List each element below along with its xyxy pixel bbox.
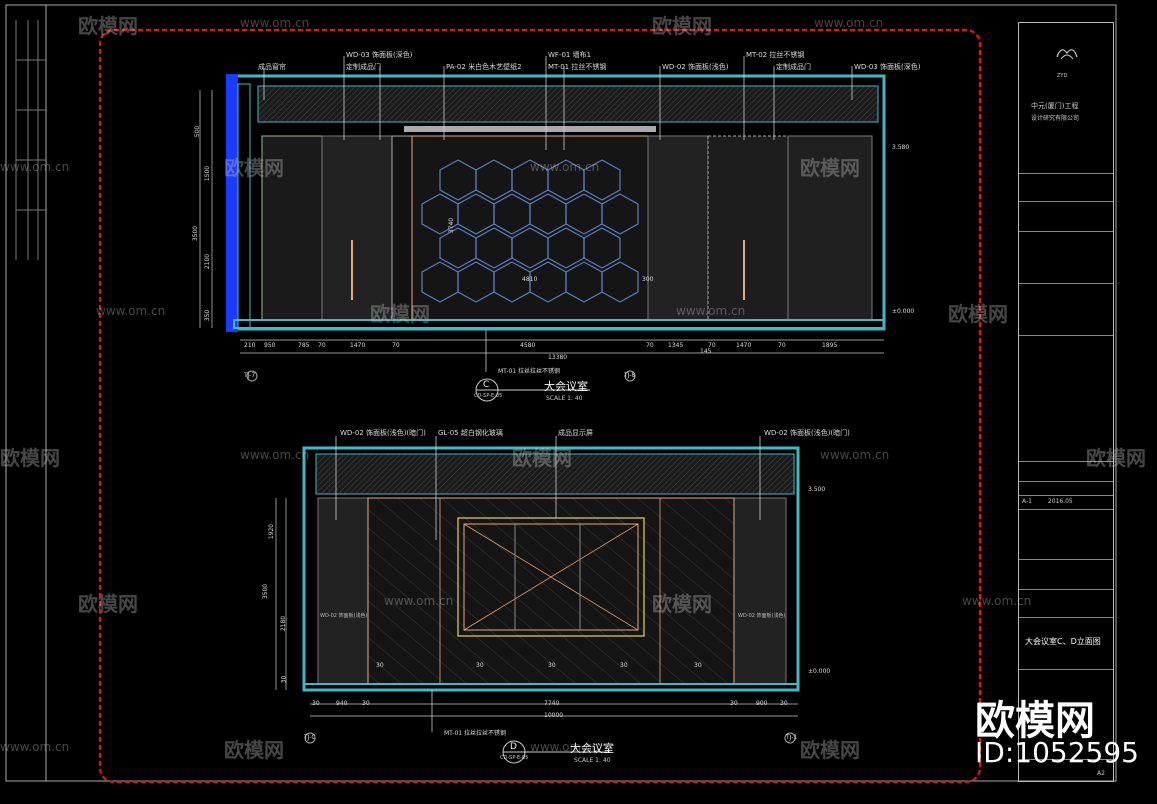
sheet-no: A2	[1097, 770, 1105, 777]
scale-d: SCALE 1: 40	[574, 757, 611, 764]
rev-date: 2016.05	[1047, 498, 1073, 505]
tag-c-letter: C	[483, 380, 490, 390]
dim-c-2: 785	[298, 342, 310, 349]
dim-d-inner-1: 30	[476, 662, 484, 669]
company-logo-icon	[1056, 49, 1078, 60]
level-d-bottom: ±0.000	[808, 668, 831, 675]
dim-c-12: 1895	[822, 342, 838, 349]
axis-d-left: TJ-C	[304, 734, 316, 741]
dim-c-left-1: 1500	[204, 165, 212, 182]
dim-c-10: 1470	[736, 342, 752, 349]
dim-d-left-0: 1920	[268, 523, 276, 540]
dim-d-b2: 30	[362, 700, 370, 707]
dim-c-left-2: 3500	[192, 225, 200, 242]
watermark-id: ID:1052595	[975, 736, 1139, 769]
label-wf01: WF-01 墙布1	[548, 51, 592, 59]
axis-c-right: TJ-8	[624, 372, 636, 379]
dim-d-b3: 30	[730, 700, 738, 707]
company-line1: 中元(厦门)工程	[1031, 102, 1079, 110]
label-door: 定制成品门	[346, 63, 381, 71]
logo-text: ZYD	[1057, 73, 1068, 79]
dim-d-inner-2: 30	[548, 662, 556, 669]
callout-c-material: MT-01 拉丝拉丝不锈钢	[498, 368, 560, 375]
tag-d-letter: D	[510, 742, 517, 752]
label-curtain: 成品窗帘	[258, 63, 286, 71]
axis-d-right: TJ-1	[786, 734, 798, 741]
dim-d-left-3: 30	[280, 675, 288, 684]
revision-cloud	[98, 28, 982, 784]
title-d: 大会议室	[570, 742, 614, 755]
dim-d-b5: 30	[780, 700, 788, 707]
dim-c-4: 1470	[350, 342, 366, 349]
dim-c-1: 950	[264, 342, 276, 349]
dim-c-left-0: 500	[194, 125, 202, 138]
dim-d-inner-3: 30	[620, 662, 628, 669]
label-pa02: PA-02 米白色木艺壁纸2	[446, 63, 522, 71]
title-block: ZYD 中元(厦门)工程 设计研究有限公司 A-1 2016.05 大会议室C、…	[1018, 22, 1114, 782]
company-line2: 设计研究有限公司	[1031, 115, 1080, 122]
watermark-brand-large: 欧模网	[975, 698, 1095, 744]
label-wd03: WD-03 饰面板(深色)	[346, 51, 413, 59]
axis-c-left: TJ-7	[244, 372, 256, 379]
label-d-gl05: GL-05 超白钢化玻璃	[438, 429, 503, 437]
elevation-c	[199, 56, 886, 402]
level-d-top: 3.500	[808, 486, 826, 493]
dim-d-b0: 30	[312, 700, 320, 707]
dim-c-center-2: 300	[642, 276, 654, 283]
label-wd02: WD-02 饰面板(浅色)	[662, 63, 729, 71]
level-c-bottom: ±0.000	[892, 308, 915, 315]
dim-c-5: 70	[392, 342, 400, 349]
dim-c-left-4: 350	[204, 309, 212, 322]
dim-c-6: 4580	[520, 342, 536, 349]
dim-c-9: 70	[708, 342, 716, 349]
label-wd03-2: WD-03 饰面板(深色)	[854, 63, 921, 71]
dim-c-total: 13380	[548, 354, 568, 361]
scale-c: SCALE 1: 40	[546, 395, 583, 402]
dim-d-inner-4: 30	[694, 662, 702, 669]
left-binding-strip	[15, 20, 46, 260]
label-mt02: MT-02 拉丝不锈钢	[746, 51, 805, 59]
label-d-wd02-right: WD-02 饰面板(浅色)(暗门)	[764, 429, 850, 437]
dim-d-left-1: 3500	[262, 583, 270, 600]
dim-c-8: 1345	[668, 342, 684, 349]
dim-c-3: 70	[318, 342, 326, 349]
tag-c-sub: CD-SP-E-05	[474, 393, 503, 399]
sheet-title: 大会议室C、D立面图	[1025, 637, 1101, 646]
label-door-2: 定制成品门	[776, 63, 811, 71]
label-mt01: MT-01 拉丝不锈钢	[548, 63, 607, 71]
side-d-left: WD-02 饰面板(浅色)	[320, 613, 368, 619]
title-c: 大会议室	[544, 380, 588, 393]
level-c-top: 3.580	[892, 144, 910, 151]
dim-d-mid: 7740	[544, 700, 560, 707]
dim-c-center-0: 4810	[522, 276, 538, 283]
label-d-screen: 成品显示屏	[558, 429, 593, 437]
dim-d-b1: 940	[336, 700, 348, 707]
label-d-wd02-left: WD-02 饰面板(浅色)(暗门)	[340, 429, 426, 437]
dim-c-center-1: 3740	[448, 217, 456, 234]
dim-c-sub: 145	[700, 348, 712, 355]
elevation-d	[275, 436, 800, 764]
dim-d-left-2: 2180	[280, 615, 288, 632]
rev-a: A-1	[1022, 498, 1032, 505]
tag-d-sub: CD-SP-E-05	[500, 755, 529, 761]
side-d-right: WD-02 饰面板(浅色)	[738, 613, 786, 619]
dim-d-total: 10000	[544, 712, 564, 719]
dim-c-left-3: 2100	[204, 253, 212, 270]
dim-c-11: 70	[778, 342, 786, 349]
callout-d-material: MT-01 拉丝拉丝不锈钢	[444, 730, 506, 737]
dim-d-inner-0: 30	[376, 662, 384, 669]
dim-c-0: 210	[244, 342, 256, 349]
dim-c-7: 70	[646, 342, 654, 349]
dim-d-b4: 900	[756, 700, 768, 707]
